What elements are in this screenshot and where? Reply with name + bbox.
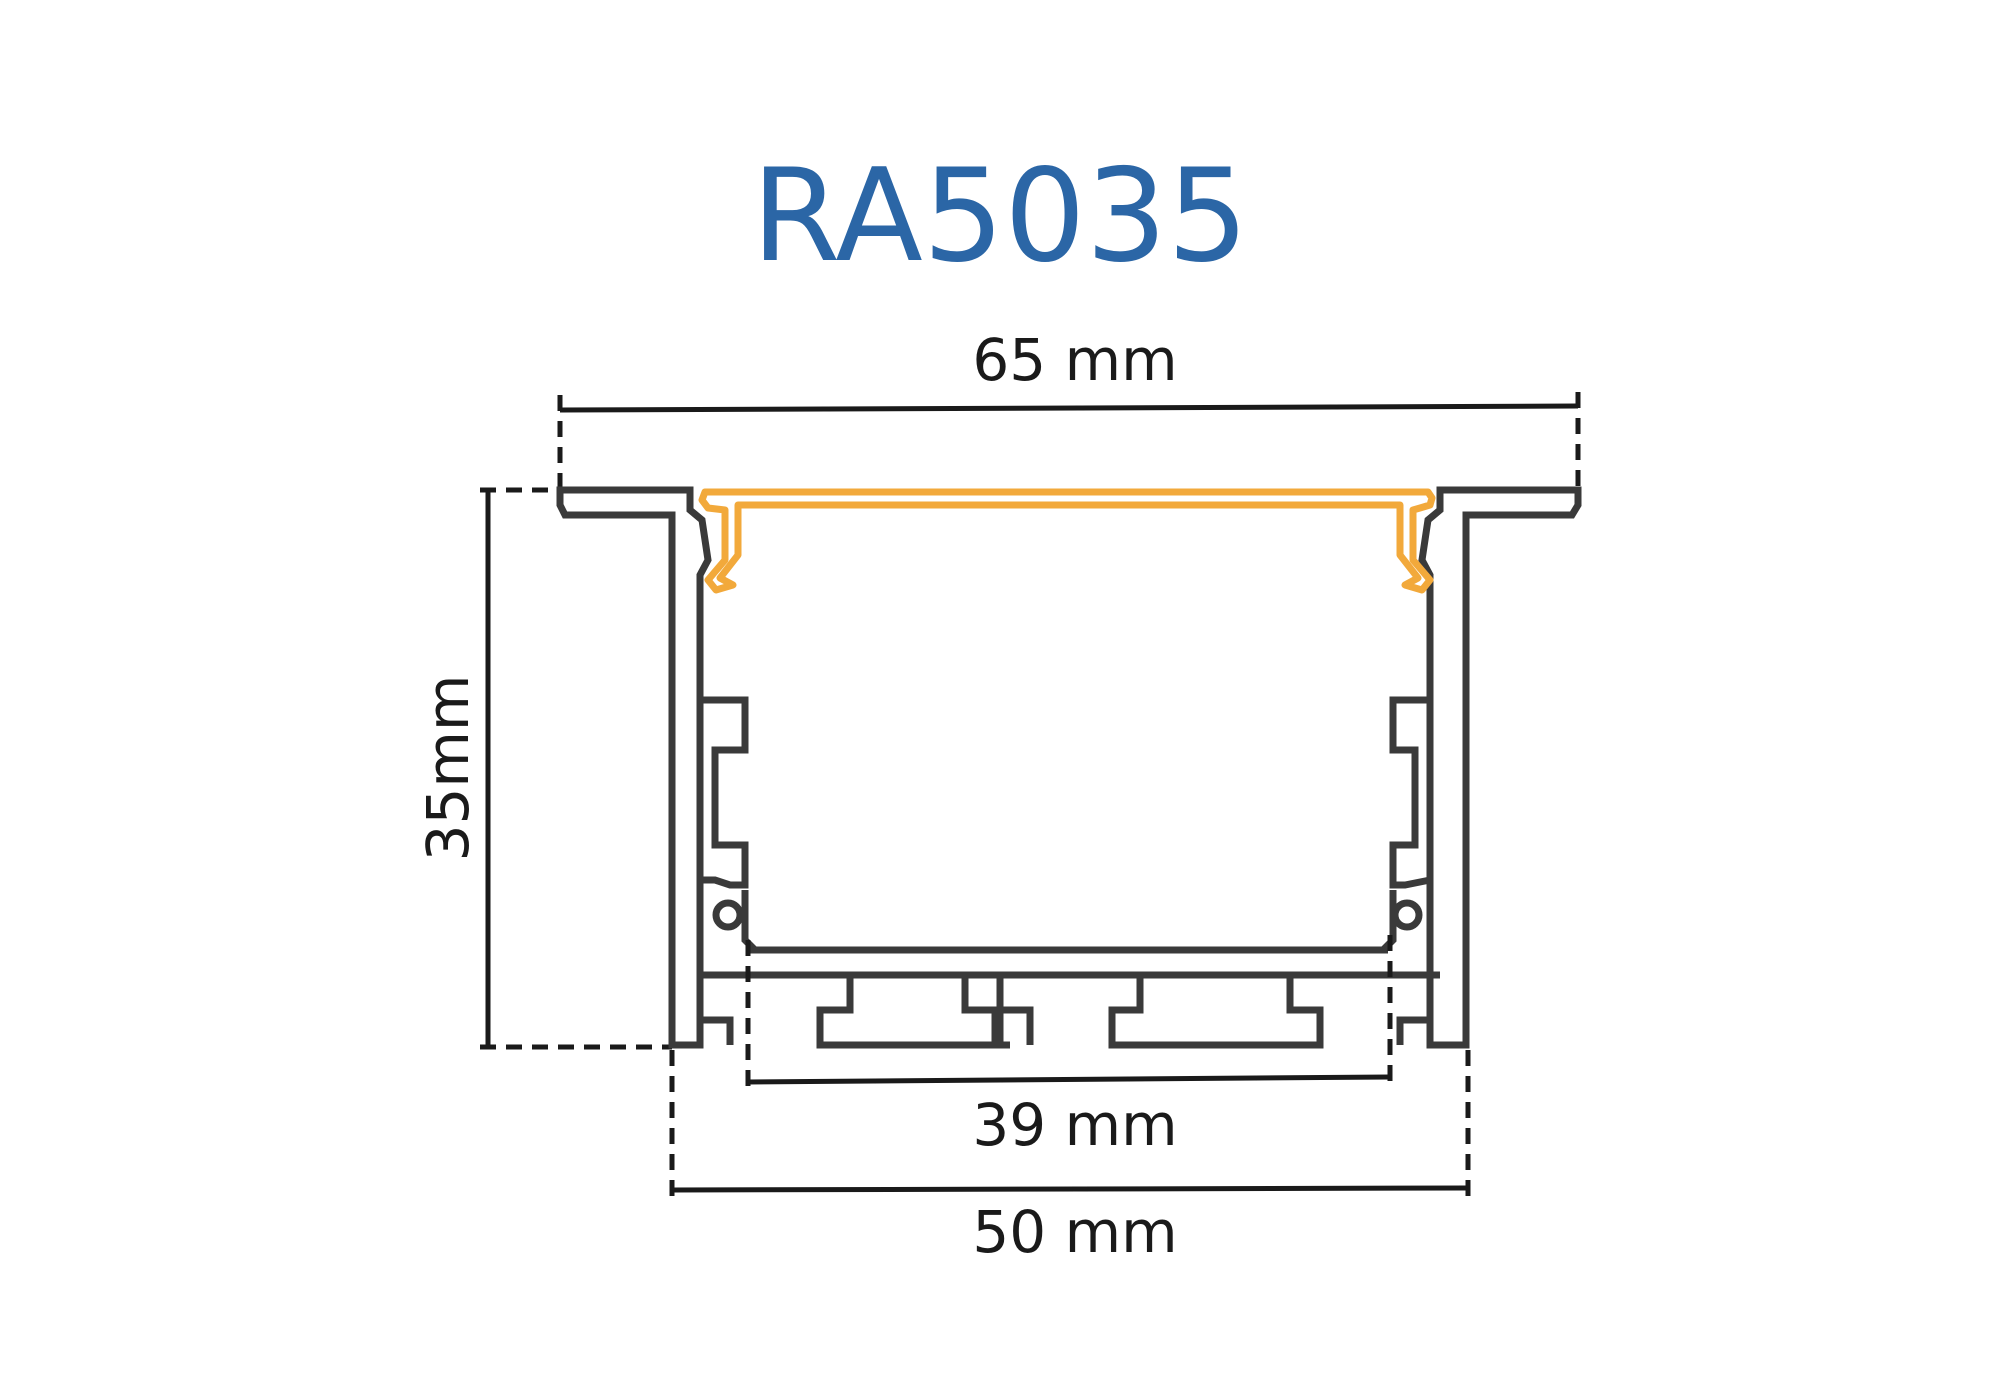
- body-width-label: 50 mm: [972, 1198, 1177, 1266]
- inner-width-dimension: [745, 935, 1393, 1095]
- height-label: 35mm: [414, 675, 482, 862]
- diffuser-cover: [698, 488, 1436, 594]
- inner-width-label: 39 mm: [972, 1091, 1177, 1159]
- overall-width-dimension: [557, 392, 1581, 490]
- height-dimension: [480, 487, 672, 1050]
- body-width-dimension: [669, 1050, 1471, 1205]
- overall-width-label: 65 mm: [972, 326, 1177, 394]
- aluminium-profile: [556, 486, 1582, 1049]
- product-title: RA5035: [751, 142, 1248, 291]
